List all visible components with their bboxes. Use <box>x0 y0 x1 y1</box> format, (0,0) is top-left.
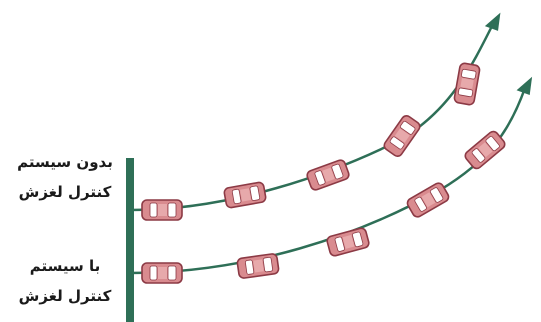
car-top-view-icon <box>236 253 280 279</box>
car-top-view-icon <box>141 262 183 284</box>
label-line: کنترل لغزش <box>18 183 112 201</box>
car-top-view-icon <box>453 62 481 106</box>
car-top-view-icon <box>383 115 421 157</box>
car-top-view-icon <box>223 181 267 209</box>
car-top-view-icon <box>141 199 183 221</box>
cars-with-control <box>141 130 506 284</box>
label-line: کنترل لغزش <box>18 287 112 305</box>
car-top-view-icon <box>464 130 506 170</box>
label-line: با سیستم <box>29 257 101 275</box>
car-top-view-icon <box>406 182 450 218</box>
cars-without-control <box>141 62 481 221</box>
label-line: بدون سیستم <box>17 153 113 171</box>
car-top-view-icon <box>326 227 370 257</box>
car-top-view-icon <box>306 159 350 191</box>
label-without-skid-control: بدون سیستم کنترل لغزش <box>6 151 124 203</box>
label-with-skid-control: با سیستم کنترل لغزش <box>6 255 124 307</box>
path-with-control <box>129 87 527 275</box>
barrier-wall <box>126 158 134 322</box>
arrow-head-icon <box>484 12 501 31</box>
arrow-head-icon <box>516 76 533 96</box>
